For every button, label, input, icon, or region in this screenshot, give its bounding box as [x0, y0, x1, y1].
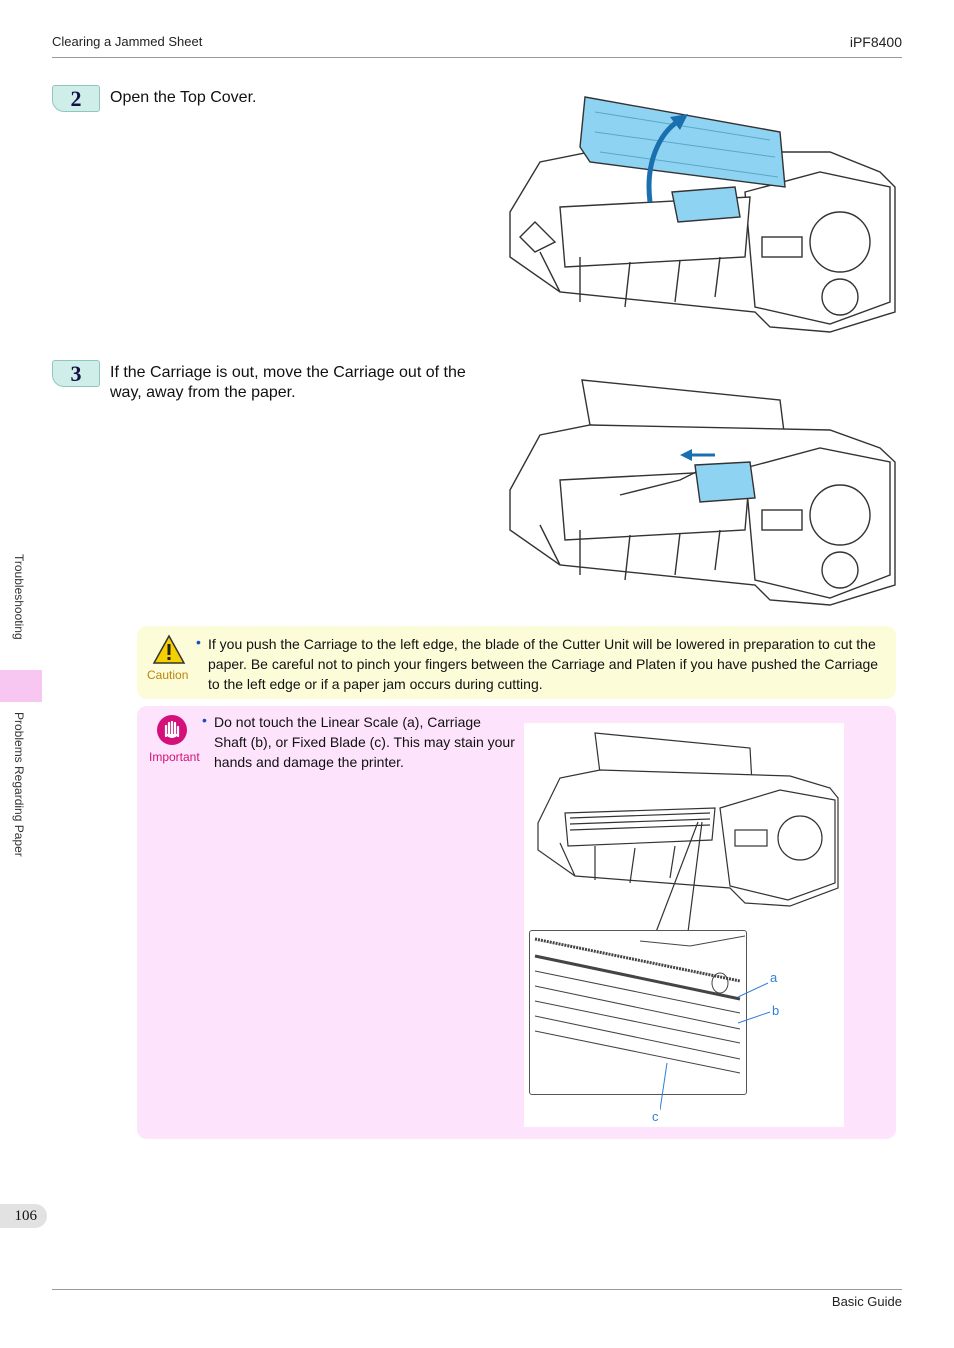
important-hand-icon — [157, 715, 187, 745]
important-bullet: • — [202, 712, 207, 728]
callout-a: a — [770, 970, 778, 985]
page-number: 106 — [0, 1204, 47, 1228]
header-divider — [52, 57, 902, 58]
printer-move-carriage-illustration — [509, 379, 896, 606]
step-3-text: If the Carriage is out, move the Carriag… — [110, 364, 466, 401]
sidebar-chapter: Troubleshooting — [12, 554, 26, 640]
callout-lines — [660, 982, 771, 1111]
caution-note — [137, 626, 896, 699]
sidebar-tab-marker — [0, 670, 42, 702]
running-header-model: iPF8400 — [849, 34, 902, 50]
printer-overview-illustration — [537, 732, 839, 907]
caution-label: Caution — [147, 668, 189, 682]
linear-scale-detail-illustration — [534, 935, 745, 1074]
running-header-section: Clearing a Jammed Sheet — [52, 34, 203, 49]
detail-connector-lines — [655, 821, 703, 933]
important-text: Do not touch the Linear Scale (a), Carri… — [214, 714, 515, 770]
footer-guide-name: Basic Guide — [831, 1294, 902, 1309]
caution-triangle-icon — [152, 634, 186, 664]
sidebar-section: Problems Regarding Paper — [12, 712, 26, 857]
step-2-badge: 2 — [52, 85, 100, 112]
important-label: Important — [149, 750, 200, 764]
step-3-badge: 3 — [52, 360, 100, 387]
caution-bullet: • — [196, 634, 201, 650]
callout-b: b — [772, 1003, 780, 1018]
callout-c: c — [652, 1109, 659, 1124]
step-2-text: Open the Top Cover. — [110, 89, 257, 106]
printer-top-cover-open-illustration — [509, 96, 896, 333]
caution-text: If you push the Carriage to the left edg… — [208, 636, 879, 692]
footer-divider — [52, 1289, 902, 1290]
